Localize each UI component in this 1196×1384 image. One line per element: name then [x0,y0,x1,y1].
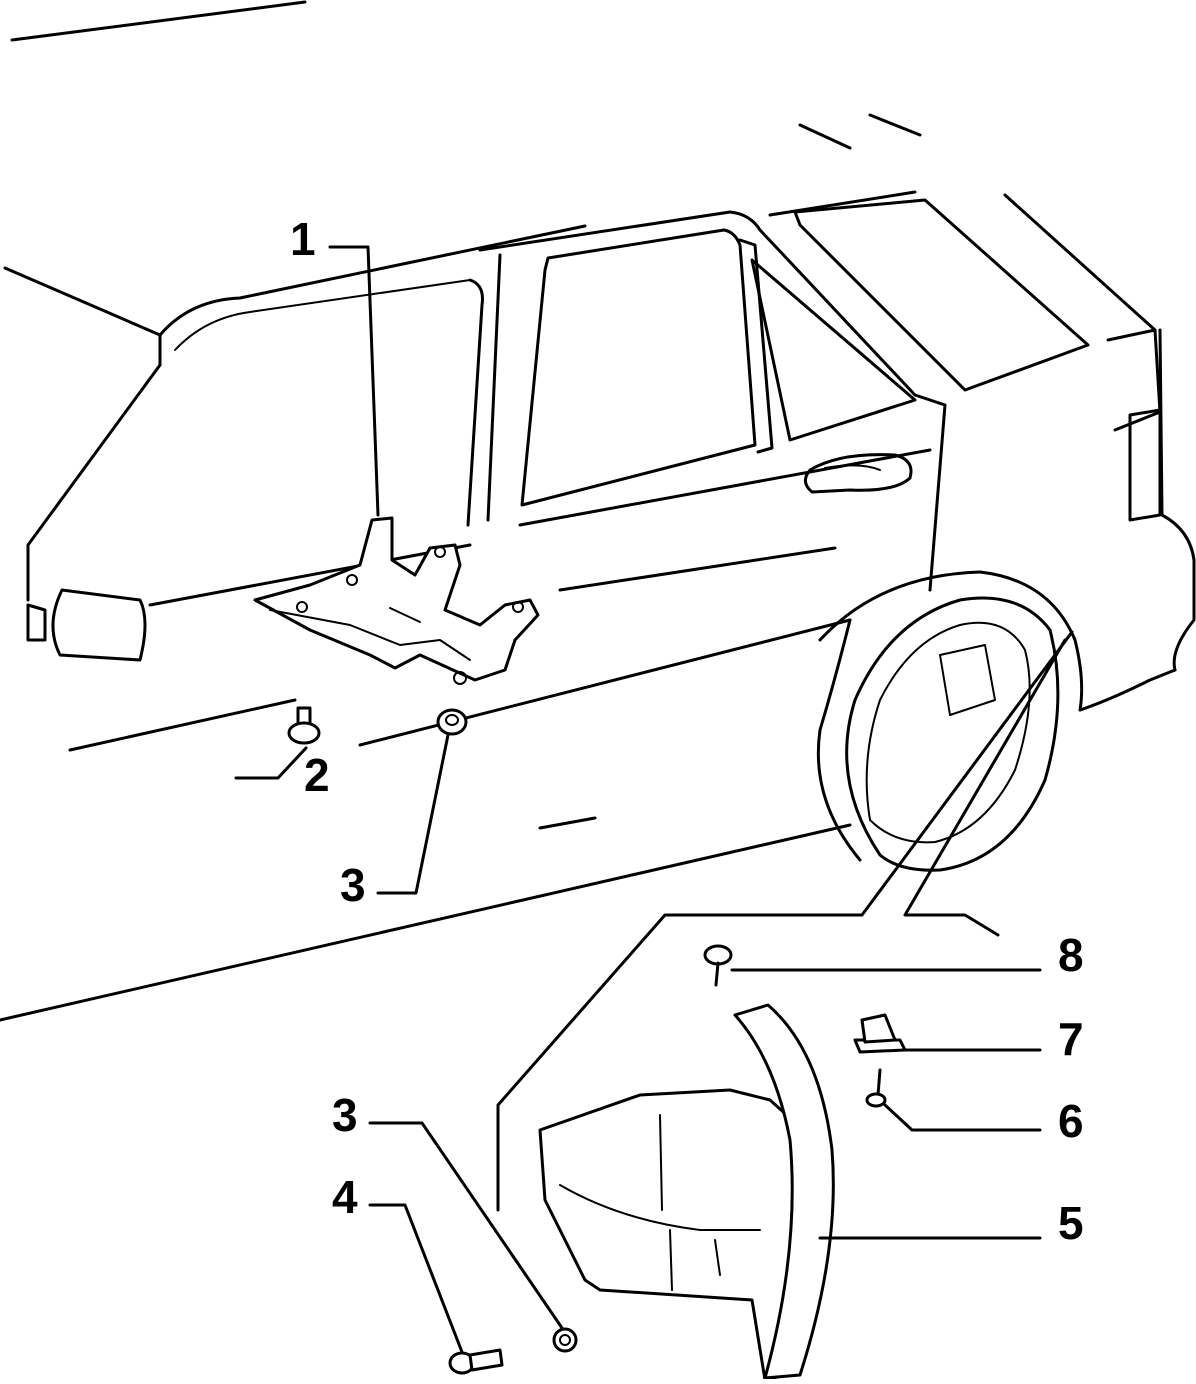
leader-3-upper [376,733,450,895]
callout-7: 7 [1058,1013,1084,1065]
part-7-nut [853,1013,907,1054]
leader-6 [883,1103,1042,1132]
part-3-grommet-upper [436,708,468,736]
callout-4: 4 [332,1171,358,1223]
callout-3-upper: 3 [340,859,366,911]
liner-group-bracket [496,630,1074,1212]
callout-2: 2 [304,749,330,801]
leader-3-lower [368,1121,564,1330]
callout-6: 6 [1058,1095,1084,1147]
leader-4 [368,1203,464,1354]
callout-3-lower: 3 [332,1089,358,1141]
part-4-bolt [448,1348,504,1375]
callout-8: 8 [1058,929,1084,981]
car-body-outline [0,0,1196,1022]
callout-1: 1 [290,213,316,265]
part-1-bracket [253,516,540,685]
part-8-clip [703,944,733,987]
part-6-screw [865,1068,887,1108]
leader-1 [328,245,380,517]
callout-5: 5 [1058,1197,1084,1249]
part-2-bolt [287,706,321,745]
leader-lines [234,245,1074,1354]
leader-2 [234,746,308,780]
part-3-grommet-lower [552,1327,578,1353]
part-5-wheel-arch-liner [538,1003,835,1382]
